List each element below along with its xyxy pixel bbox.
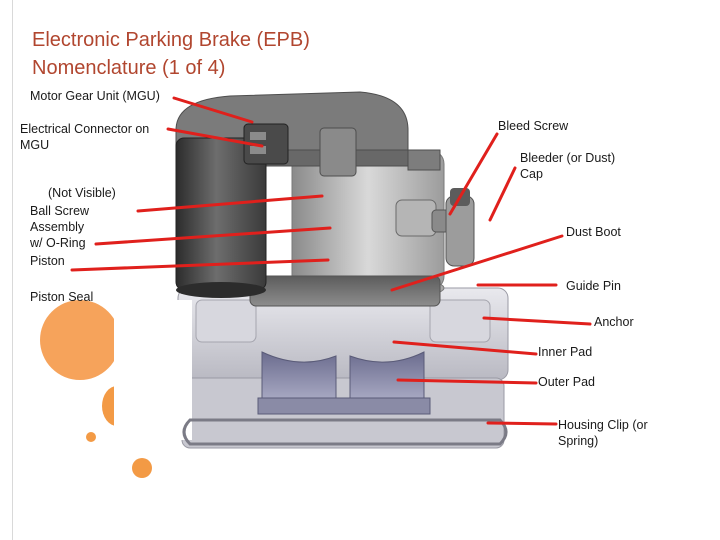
leader-bleed-screw bbox=[448, 132, 499, 216]
leader-lines bbox=[70, 96, 592, 426]
leader-dust-boot bbox=[390, 234, 564, 292]
label-dust-boot: Dust Boot bbox=[566, 225, 621, 239]
label-not-visible: (Not Visible) bbox=[48, 186, 116, 200]
label-piston: Piston bbox=[30, 254, 65, 268]
label-outer-pad: Outer Pad bbox=[538, 375, 595, 389]
label-ball-screw-assembly: Ball Screw Assembly w/ O-Ring bbox=[30, 204, 90, 250]
brake-pads bbox=[257, 351, 431, 415]
label-electrical-connector: Electrical Connector on MGU bbox=[20, 122, 150, 152]
decor-circle-small-2 bbox=[132, 458, 152, 478]
label-piston-seal: Piston Seal bbox=[30, 290, 94, 304]
label-guide-pin: Guide Pin bbox=[566, 279, 621, 293]
leader-connector bbox=[166, 127, 264, 148]
slide-title: Electronic Parking Brake (EPB) Nomenclat… bbox=[32, 26, 310, 82]
label-bleeder-cap: Bleeder (or Dust) Cap bbox=[520, 151, 616, 181]
decor-circle-large bbox=[40, 300, 120, 380]
slide-title-line2: Nomenclature (1 of 4) bbox=[32, 57, 226, 79]
housing-clip-spring bbox=[182, 418, 508, 446]
leader-anchor bbox=[482, 316, 592, 326]
leader-inner-pad bbox=[392, 340, 538, 356]
label-bleed-screw: Bleed Screw bbox=[498, 119, 569, 133]
label-anchor: Anchor bbox=[594, 315, 634, 329]
decor-circle-small bbox=[86, 432, 96, 442]
label-housing-clip: Housing Clip (or Spring) bbox=[558, 418, 648, 448]
leader-mgu bbox=[172, 96, 254, 124]
leader-not-visible bbox=[136, 194, 324, 213]
leader-housing-clip bbox=[486, 421, 558, 426]
leader-outer-pad bbox=[396, 378, 538, 385]
leader-piston bbox=[70, 258, 330, 272]
caliper-body bbox=[249, 149, 445, 307]
slide-title-line1: Electronic Parking Brake (EPB) bbox=[32, 29, 310, 51]
leader-bleeder-cap bbox=[488, 166, 517, 222]
leader-ball-screw bbox=[94, 226, 332, 246]
label-motor-gear-unit: Motor Gear Unit (MGU) bbox=[30, 89, 160, 103]
motor-cylinder bbox=[175, 137, 267, 298]
slide-frame-line bbox=[12, 0, 13, 540]
label-inner-pad: Inner Pad bbox=[538, 345, 593, 359]
